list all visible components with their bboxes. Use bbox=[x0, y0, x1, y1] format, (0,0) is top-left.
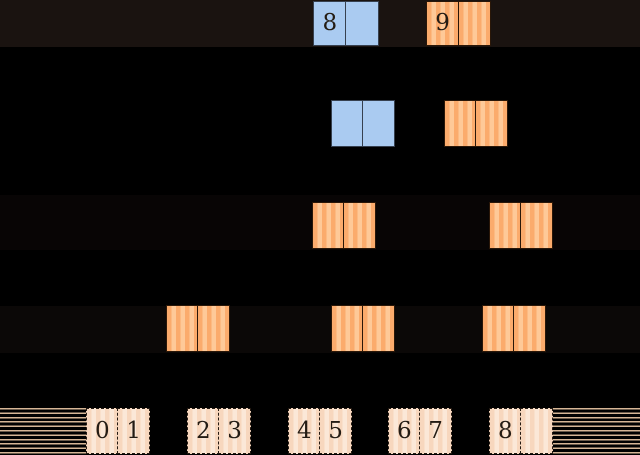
row-4-block-pair bbox=[166, 305, 230, 352]
block-cell bbox=[489, 202, 522, 249]
block-cell-7: 7 bbox=[419, 408, 452, 454]
block-cell-5: 5 bbox=[319, 408, 352, 454]
block-cell-2: 2 bbox=[187, 408, 220, 454]
block-cell bbox=[331, 305, 364, 352]
row-2-block-pair bbox=[331, 100, 395, 147]
ruled-left bbox=[0, 408, 86, 455]
block-cell-9: 9 bbox=[426, 1, 460, 46]
block-cell-8: 8 bbox=[313, 1, 347, 46]
ruled-right bbox=[553, 408, 640, 455]
block-cell bbox=[343, 202, 376, 249]
row-1-block-pair: 9 bbox=[426, 1, 491, 46]
block-cell bbox=[345, 1, 379, 46]
block-cell bbox=[312, 202, 345, 249]
block-cell-1: 1 bbox=[117, 408, 150, 454]
block-cell-3: 3 bbox=[218, 408, 251, 454]
block-cell bbox=[331, 100, 364, 147]
block-cell bbox=[444, 100, 477, 147]
block-cell bbox=[513, 305, 546, 352]
block-cell bbox=[362, 305, 395, 352]
block-cell bbox=[475, 100, 508, 147]
block-cell bbox=[197, 305, 230, 352]
block-cell bbox=[166, 305, 199, 352]
block-cell bbox=[457, 1, 491, 46]
block-cell bbox=[362, 100, 395, 147]
row-3-block-pair bbox=[489, 202, 553, 249]
block-cell-8: 8 bbox=[489, 408, 522, 454]
row-1-block-pair: 8 bbox=[313, 1, 379, 46]
row-4-block-pair bbox=[482, 305, 546, 352]
block-cell bbox=[482, 305, 515, 352]
row-3-block-pair bbox=[312, 202, 376, 249]
row-2-block-pair bbox=[444, 100, 508, 147]
block-cell bbox=[520, 408, 553, 454]
block-cell-0: 0 bbox=[86, 408, 119, 454]
row-4-block-pair bbox=[331, 305, 395, 352]
block-cell-6: 6 bbox=[388, 408, 421, 454]
block-cell bbox=[520, 202, 553, 249]
block-cell-4: 4 bbox=[288, 408, 321, 454]
row-5-block-pair: 8 bbox=[489, 408, 553, 454]
